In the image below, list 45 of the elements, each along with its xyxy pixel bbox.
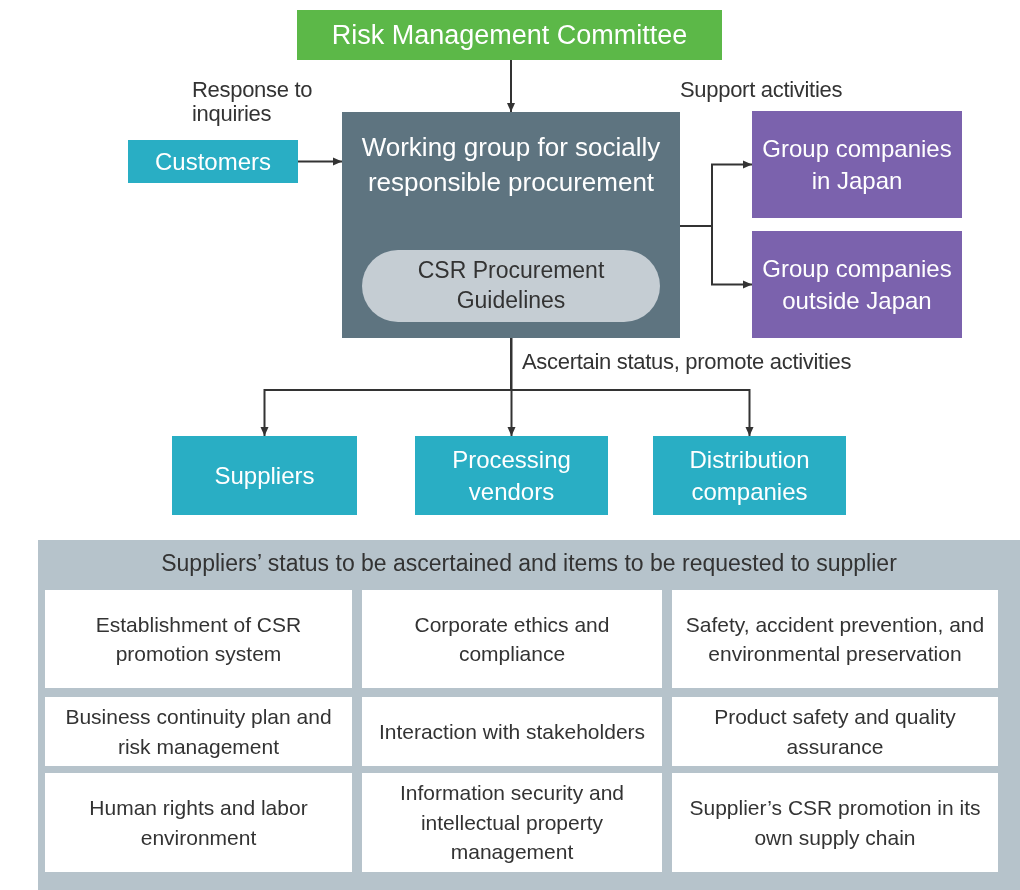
customer-box	[128, 140, 298, 183]
node-label: Supplier’s CSR promotion in its own supply chain	[688, 795, 982, 851]
requirement-cell	[45, 590, 352, 688]
requirement-cell	[362, 590, 662, 688]
arrow	[510, 337, 754, 437]
node-label: Risk Management Committee	[331, 19, 688, 51]
requirements-panel	[38, 540, 1020, 890]
requirement-cell	[45, 773, 352, 872]
node-label: Human rights and labor environment	[88, 795, 309, 851]
group-company-box	[752, 231, 962, 338]
arrow	[297, 157, 343, 166]
committee-box	[297, 10, 722, 60]
panel-heading: Suppliers’ status to be ascertained and items to be requested to supplier	[161, 550, 897, 577]
requirement-cell	[362, 697, 662, 766]
partner-box	[653, 436, 846, 515]
annotation-label: Response to inquiries	[192, 78, 314, 127]
working-group-box	[342, 112, 680, 338]
node-label: Working group for socially responsible procurement	[360, 131, 662, 200]
partner-box	[172, 436, 357, 515]
requirement-cell	[672, 773, 998, 872]
node-label: Establishment of CSR promotion system	[94, 611, 303, 667]
requirement-cell	[672, 590, 998, 688]
node-label: Product safety and quality assurance	[713, 704, 957, 760]
arrow	[507, 337, 516, 437]
partner-box	[415, 436, 608, 515]
node-label: Corporate ethics and compliance	[413, 611, 611, 667]
node-label: Distribution companies	[688, 445, 811, 507]
node-label: Information security and intellectual property management	[398, 780, 626, 866]
annotation-label: Ascertain status, promote activities	[522, 350, 853, 375]
node-label: Business continuity plan and risk management	[64, 704, 333, 760]
arrow	[507, 59, 515, 113]
requirement-cell	[45, 697, 352, 766]
arrow	[679, 225, 753, 289]
requirement-cell	[672, 697, 998, 766]
node-label: Customers	[155, 146, 271, 177]
node-label: Processing vendors	[451, 445, 572, 507]
node-label: Group companies outside Japan	[761, 254, 953, 316]
annotation-label: Support activities	[680, 78, 844, 103]
requirement-cell	[362, 773, 662, 872]
node-label: Group companies in Japan	[761, 134, 953, 196]
node-label: CSR Procurement Guidelines	[416, 256, 606, 315]
node-label: Suppliers	[214, 460, 315, 491]
group-company-box	[752, 111, 962, 218]
node-label: Safety, accident prevention, and environmental preservation	[684, 611, 986, 667]
node-label: Interaction with stakeholders	[378, 718, 646, 745]
